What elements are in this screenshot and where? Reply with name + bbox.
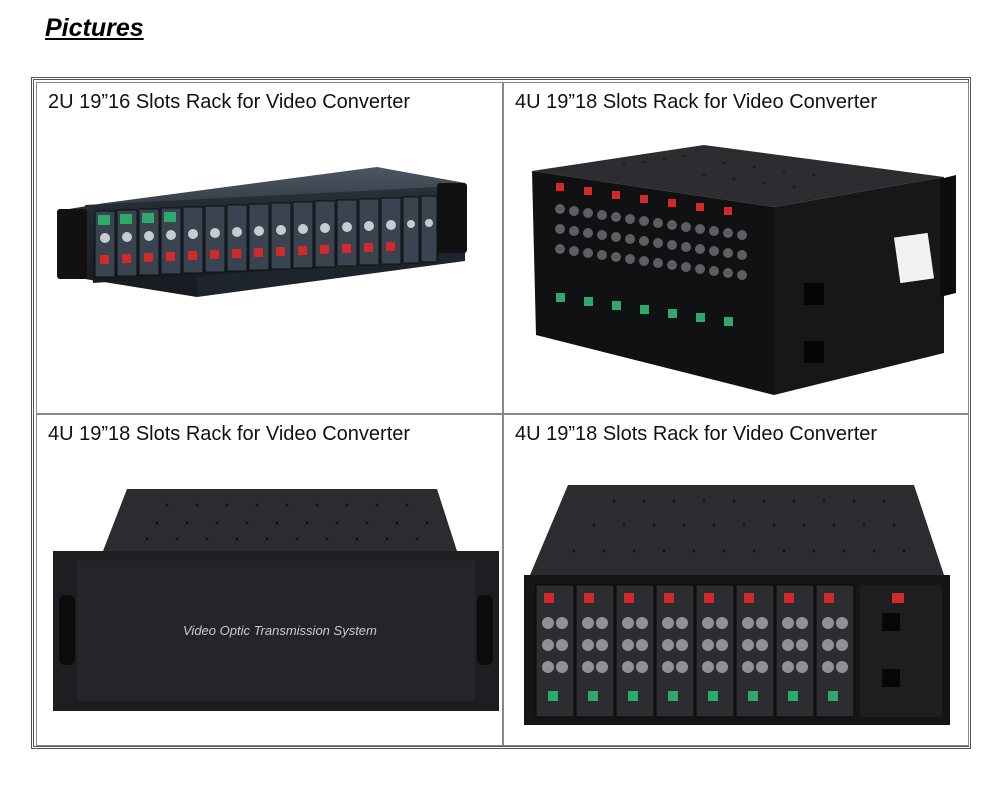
table-cell-4u-rack-angled: 4U 19”18 Slots Rack for Video Converter [503,82,969,414]
page-heading: Pictures [45,14,144,42]
cell-caption: 4U 19”18 Slots Rack for Video Converter [48,423,411,445]
4u-18-slot-rack-front-photo [524,485,950,725]
table-cell-4u-rack-front: 4U 19”18 Slots Rack for Video Converter [503,414,969,746]
2u-16-slot-rack-photo [57,167,467,297]
cell-caption: 4U 19”18 Slots Rack for Video Converter [515,423,878,445]
panel-label: Video Optic Transmission System [183,623,377,638]
4u-18-slot-rack-angled-photo [532,145,956,395]
pictures-table: 2U 19”16 Slots Rack for Video Converter [31,77,971,749]
table-cell-4u-rack-front-panel: 4U 19”18 Slots Rack for Video Converter … [36,414,503,746]
table-cell-2u-rack: 2U 19”16 Slots Rack for Video Converter [36,82,503,414]
cell-caption: 2U 19”16 Slots Rack for Video Converter [48,91,411,113]
4u-rack-front-panel-photo [53,489,499,711]
cell-caption: 4U 19”18 Slots Rack for Video Converter [515,91,878,113]
